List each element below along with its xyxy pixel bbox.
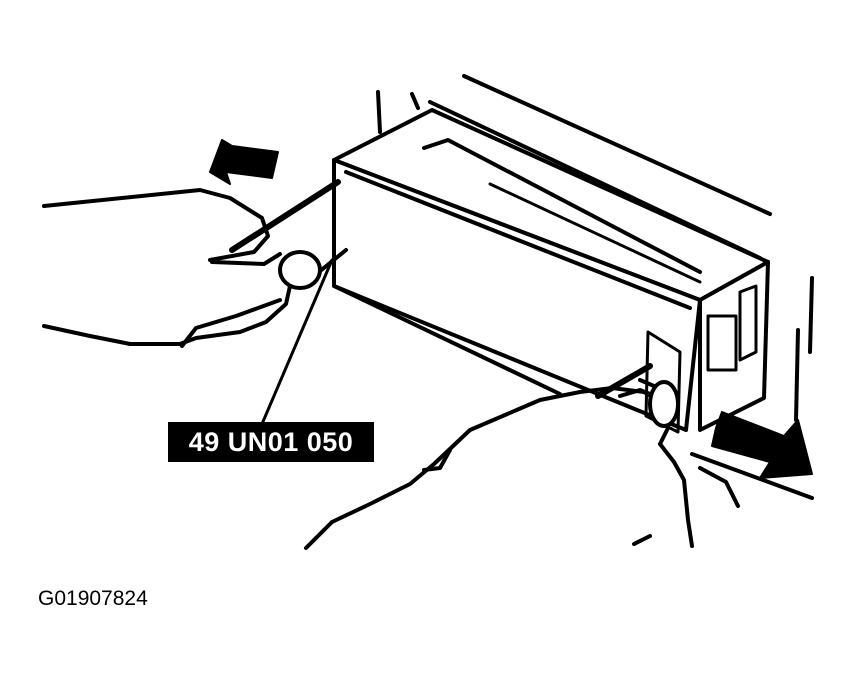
tool-number-label: 49 UN01 050 (168, 422, 374, 462)
radio-unit (332, 108, 770, 434)
left-hand (42, 188, 322, 348)
right-hand (304, 380, 740, 550)
pull-arrow-right-icon (711, 411, 813, 479)
radio-slot (422, 138, 702, 274)
callout-leader-line (260, 258, 334, 426)
radio-connector (706, 314, 738, 372)
radio-side-panel (698, 260, 770, 432)
figure-id-label: G01907824 (38, 587, 148, 610)
pull-arrow-left-icon (209, 139, 279, 185)
radio-front-face (332, 158, 702, 432)
